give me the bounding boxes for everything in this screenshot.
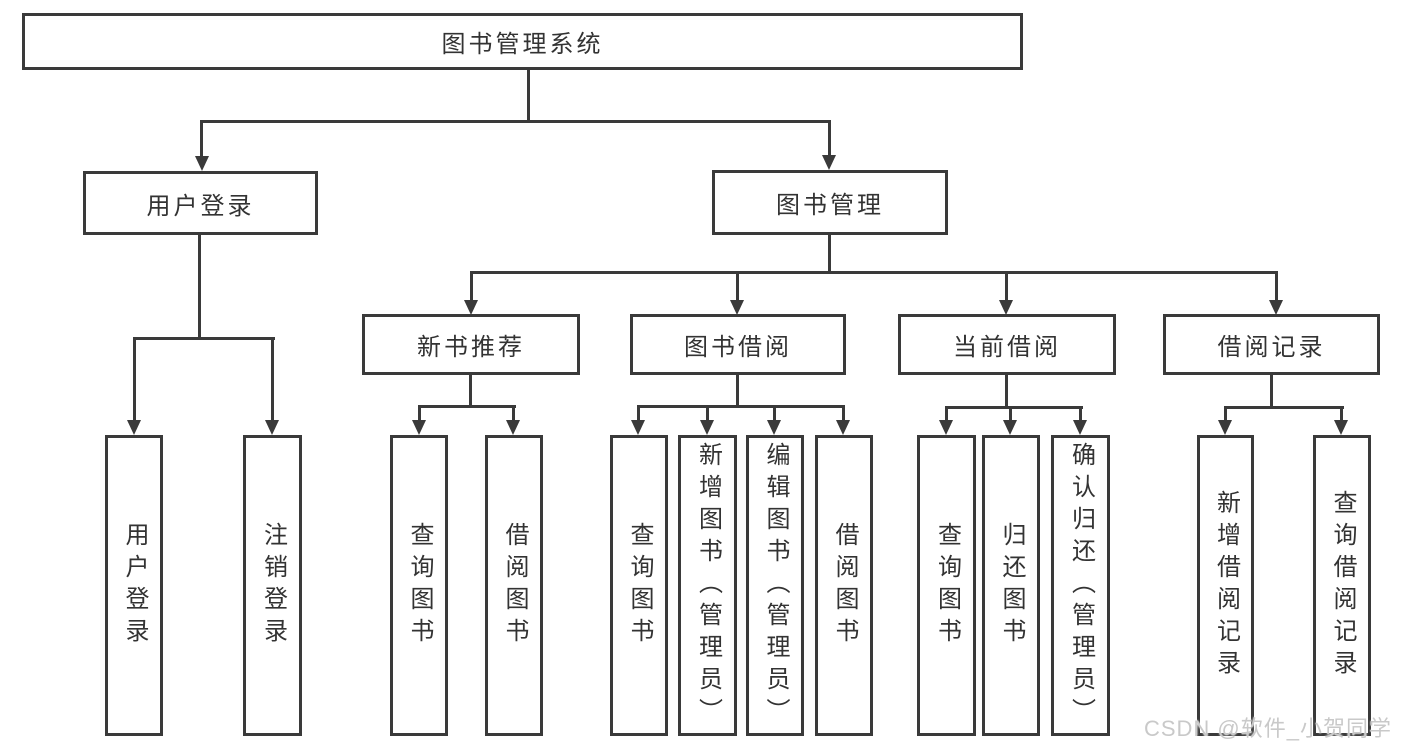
node-book-management: 图书管理	[712, 170, 948, 235]
connector-line	[945, 406, 948, 422]
arrow-down-icon	[1073, 420, 1087, 435]
node-label: 查询借阅记录	[1329, 489, 1356, 682]
connector-line	[418, 405, 421, 422]
connector-line	[133, 337, 136, 422]
node-label: 新增图书（管理员）	[694, 441, 722, 730]
connector-line	[1005, 271, 1008, 302]
connector-line	[736, 374, 739, 407]
connector-line	[1005, 374, 1008, 408]
node-label: 新增借阅记录	[1212, 489, 1240, 682]
node-label: 归还图书	[998, 521, 1025, 650]
connector-line	[1224, 406, 1344, 409]
node-label: 借阅图书	[501, 521, 528, 650]
connector-line	[200, 120, 830, 123]
node-leaf-rec-query-books: 查询图书	[390, 435, 448, 736]
arrow-down-icon	[700, 420, 714, 435]
arrow-down-icon	[265, 420, 279, 435]
node-label: 借阅图书	[831, 521, 858, 650]
node-leaf-br-add-record: 新增借阅记录	[1197, 435, 1254, 736]
connector-line	[469, 374, 472, 407]
connector-line	[945, 406, 1083, 409]
node-label: 当前借阅	[953, 334, 1061, 361]
connector-line	[828, 120, 831, 156]
connector-line	[198, 234, 201, 339]
node-user-login: 用户登录	[83, 171, 318, 235]
node-leaf-br-query-record: 查询借阅记录	[1313, 435, 1371, 736]
connector-line	[470, 271, 1278, 274]
arrow-down-icon	[1003, 420, 1017, 435]
connector-line	[512, 405, 515, 422]
node-leaf-bb-query-books: 查询图书	[610, 435, 668, 736]
node-leaf-rec-borrow-books: 借阅图书	[485, 435, 543, 736]
connector-line	[637, 405, 845, 408]
node-leaf-bb-edit-books: 编辑图书（管理员）	[746, 435, 804, 736]
node-leaf-logout: 注销登录	[243, 435, 302, 736]
node-label: 查询图书	[406, 521, 433, 650]
node-label: 图书管理系统	[441, 31, 604, 58]
node-label: 编辑图书（管理员）	[762, 441, 789, 730]
node-book-borrowing: 图书借阅	[630, 314, 846, 375]
arrow-down-icon	[127, 420, 141, 435]
arrow-down-icon	[506, 420, 520, 435]
arrow-down-icon	[631, 420, 645, 435]
node-label: 确认归还（管理员）	[1067, 441, 1095, 730]
connector-line	[1270, 374, 1273, 408]
node-label: 借阅记录	[1217, 334, 1326, 361]
arrow-down-icon	[939, 420, 953, 435]
arrow-down-icon	[836, 420, 850, 435]
node-label: 注销登录	[259, 521, 287, 650]
connector-line	[828, 235, 831, 273]
node-leaf-cb-return-books: 归还图书	[982, 435, 1040, 736]
connector-line	[773, 405, 776, 422]
connector-line	[418, 405, 516, 408]
connector-line	[200, 120, 203, 158]
arrow-down-icon	[999, 300, 1013, 315]
connector-line	[527, 70, 530, 122]
node-system-root: 图书管理系统	[22, 13, 1023, 70]
node-label: 图书管理	[776, 192, 884, 219]
node-leaf-cb-confirm-return: 确认归还（管理员）	[1051, 435, 1110, 736]
connector-line	[271, 337, 274, 422]
connector-line	[736, 271, 739, 302]
connector-line	[1340, 406, 1343, 422]
node-label: 用户登录	[146, 192, 255, 220]
arrow-down-icon	[730, 300, 744, 315]
connector-line	[1224, 406, 1227, 422]
connector-line	[470, 271, 473, 302]
arrow-down-icon	[1269, 300, 1283, 315]
node-label: 新书推荐	[417, 334, 525, 361]
node-label: 图书借阅	[684, 334, 792, 361]
arrow-down-icon	[1218, 420, 1232, 435]
arrow-down-icon	[195, 156, 209, 171]
connector-line	[1079, 406, 1082, 422]
connector-line	[637, 405, 640, 422]
connector-line	[706, 405, 709, 422]
arrow-down-icon	[822, 155, 836, 170]
node-label: 用户登录	[121, 521, 148, 650]
connector-line	[133, 337, 275, 340]
node-leaf-bb-add-books: 新增图书（管理员）	[678, 435, 737, 736]
node-new-book-recommend: 新书推荐	[362, 314, 580, 375]
arrow-down-icon	[464, 300, 478, 315]
node-borrowing-records: 借阅记录	[1163, 314, 1380, 375]
connector-line	[842, 405, 845, 422]
connector-line	[1009, 406, 1012, 422]
arrow-down-icon	[1334, 420, 1348, 435]
node-leaf-bb-borrow-books: 借阅图书	[815, 435, 873, 736]
node-current-borrowing: 当前借阅	[898, 314, 1116, 375]
arrow-down-icon	[412, 420, 426, 435]
node-leaf-user-login: 用户登录	[105, 435, 163, 736]
node-label: 查询图书	[933, 521, 961, 650]
csdn-watermark: CSDN @软件_小贺同学	[1143, 716, 1392, 741]
arrow-down-icon	[767, 420, 781, 435]
node-leaf-cb-query-books: 查询图书	[917, 435, 976, 736]
connector-line	[1275, 271, 1278, 302]
node-label: 查询图书	[626, 521, 653, 650]
